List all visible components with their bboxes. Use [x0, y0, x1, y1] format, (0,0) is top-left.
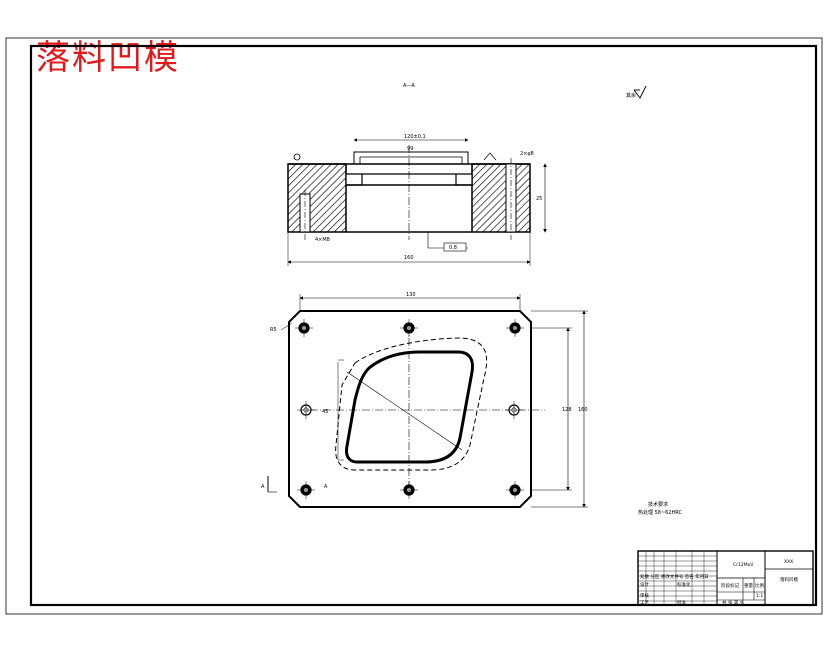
svg-text:0.8: 0.8: [449, 245, 457, 251]
screw-hole: [400, 481, 418, 499]
tb-value-1: 标准化: [677, 581, 691, 588]
screw-holes: [295, 319, 524, 499]
roughness-bottom: 0.8: [427, 232, 468, 252]
dim-section-height: 25: [536, 196, 542, 202]
tb-label-3: 工艺: [640, 600, 649, 606]
dim-counterbore: 99: [407, 146, 413, 152]
section-label: A—A: [403, 83, 415, 89]
screw-hole: [506, 481, 524, 499]
tb-label-1: 设计: [640, 581, 649, 588]
section-left-body: [287, 163, 347, 233]
title-block-grid: [638, 551, 717, 605]
dim-corner: R5: [270, 327, 277, 333]
dim-hole: 4×M8: [315, 237, 330, 243]
dim-left-ref: 45: [322, 409, 328, 415]
tech-req-line: 热处理 58~62HRC: [638, 509, 682, 516]
tb-ratio: 比例: [755, 582, 764, 589]
dim-plan-inner-height: 128: [562, 407, 572, 413]
tb-sheet: 共 张 第 张: [722, 599, 745, 606]
section-view: 120±0.1 99 160 25 4×M8 2×φ8 0.8: [287, 134, 547, 266]
die-opening: [345, 350, 474, 464]
section-right-body: [471, 163, 531, 233]
dim-plan-height: 160: [578, 407, 588, 413]
dim-top-inner: 120±0.1: [404, 134, 426, 140]
screw-hole: [400, 319, 418, 337]
tb-material: Cr12MoV: [733, 562, 754, 568]
screw-hole: [505, 401, 523, 419]
tb-row-0: 处数 分区 更改文件号 签名 年月日: [640, 573, 709, 580]
tb-weight: 重量: [744, 582, 753, 589]
screw-hole: [297, 481, 315, 499]
title-block: Cr12MoV XXX 落料凹模 阶段标记 重量 比例 1:1 共 张 第 张 …: [637, 550, 814, 606]
tb-part-name: 落料凹模: [780, 576, 798, 583]
tech-req-title: 技术要求: [648, 501, 668, 508]
border-frame: [29, 44, 818, 607]
plan-outline: [288, 310, 532, 508]
tb-value-2: 批准: [677, 599, 686, 606]
paper-edge: [5, 37, 823, 615]
roughness-global: 其余: [626, 85, 647, 99]
dim-pin: 2×φ8: [520, 151, 534, 157]
tb-label-2: 审核: [640, 592, 649, 599]
svg-text:其余: 其余: [626, 92, 636, 99]
screw-hole: [295, 319, 313, 337]
plan-view: 130 160 128 R5 45 A A: [261, 292, 588, 508]
svg-text:A: A: [261, 484, 265, 490]
drawing-title: 落料凹模: [36, 38, 180, 78]
tb-scale: 1:1: [756, 593, 763, 599]
dim-section-width: 160: [404, 255, 414, 261]
tb-stage: 阶段标记: [721, 582, 739, 589]
screw-hole: [297, 401, 315, 419]
relief-outline: [335, 337, 488, 471]
dim-plan-width: 130: [406, 292, 416, 298]
svg-text:A: A: [324, 484, 328, 490]
screw-hole: [506, 319, 524, 337]
tb-company: XXX: [784, 559, 793, 565]
